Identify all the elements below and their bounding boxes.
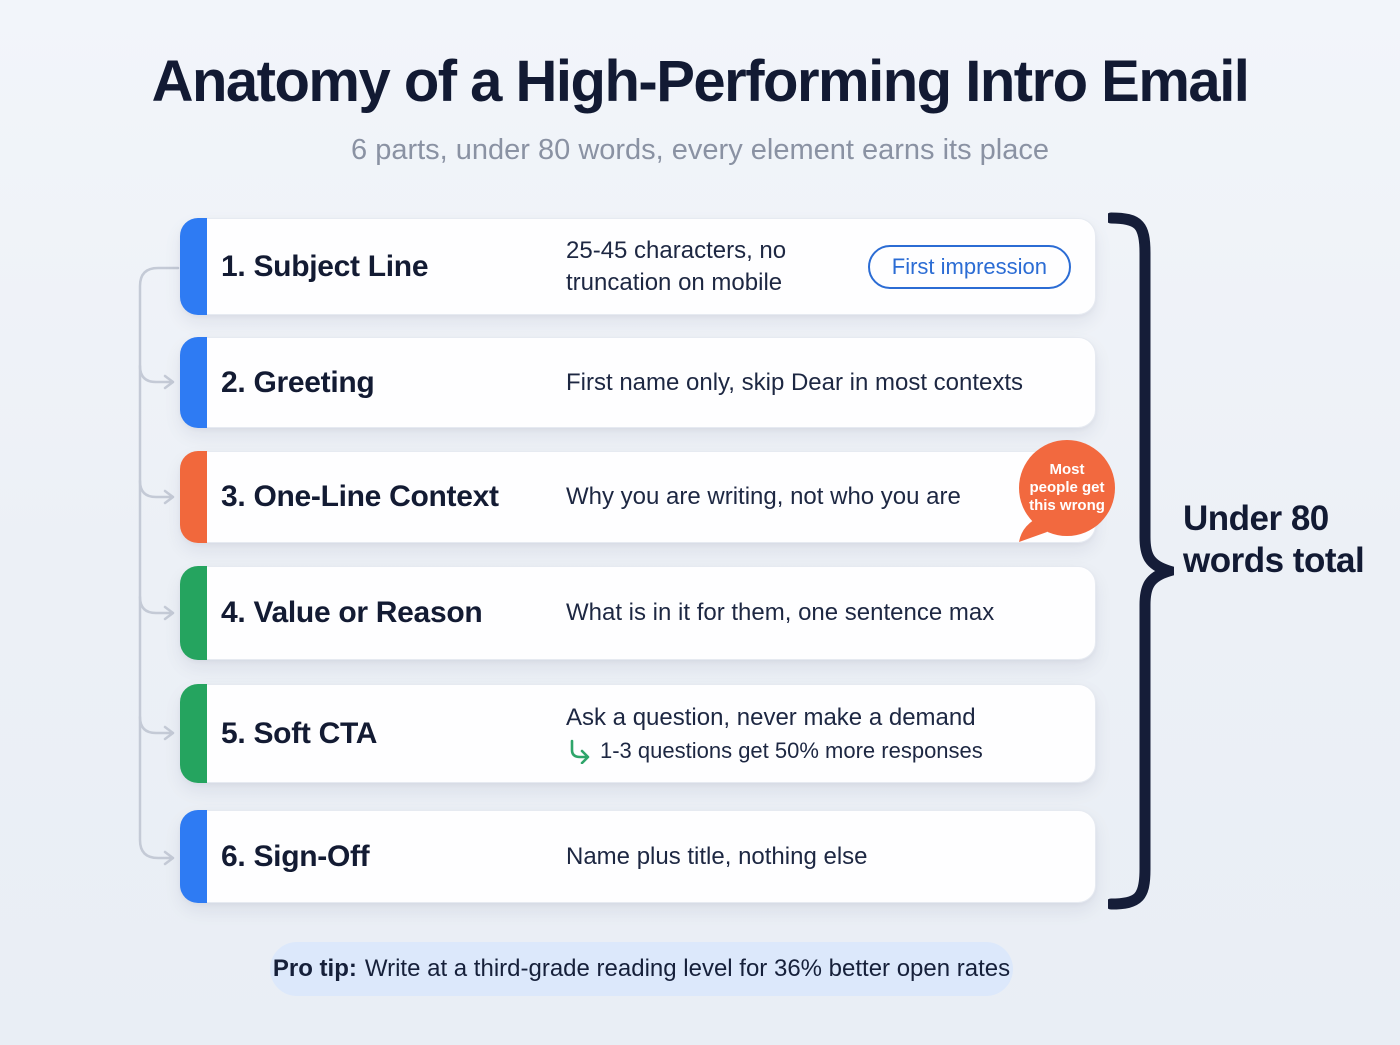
card-description: Name plus title, nothing else — [566, 842, 868, 870]
card-subject-line: 1. Subject Line 25-45 characters, no tru… — [180, 218, 1096, 315]
card-title: 6. Sign-Off — [221, 839, 370, 873]
accent-strip — [180, 684, 207, 783]
card-title: 5. Soft CTA — [221, 716, 378, 750]
page-title: Anatomy of a High-Performing Intro Email — [151, 49, 1250, 114]
card-title: 3. One-Line Context — [221, 480, 499, 513]
card-one-line-context: 3. One-Line Context Why you are writing,… — [180, 440, 1115, 543]
card-description: Why you are writing, not who you are — [566, 483, 961, 511]
curved-arrow-icon — [566, 738, 592, 765]
card-soft-cta: 5. Soft CTA Ask a question, never make a… — [180, 684, 1096, 783]
card-description: First name only, skip Dear in most conte… — [566, 368, 1024, 396]
card-description: What is in it for them, one sentence max — [566, 599, 995, 627]
card-value-or-reason: 4. Value or Reason What is in it for the… — [180, 566, 1096, 660]
accent-strip — [180, 218, 207, 315]
flow-connector-arrows — [138, 266, 180, 866]
first-impression-badge: First impression — [867, 244, 1071, 289]
email-parts-list: 1. Subject Line 25-45 characters, no tru… — [180, 0, 1115, 1045]
pro-tip-text: Write at a third-grade reading level for… — [364, 955, 1011, 982]
card-sign-off: 6. Sign-Off Name plus title, nothing els… — [180, 810, 1096, 903]
accent-strip — [180, 566, 207, 660]
card-description: Ask a question, never make a demand 1-3 … — [566, 702, 1079, 766]
page-subtitle: 6 parts, under 80 words, every element e… — [351, 134, 1049, 166]
accent-strip — [180, 337, 207, 428]
pro-tip-banner: Pro tip: Write at a third-grade reading … — [270, 942, 1013, 996]
accent-strip — [180, 451, 207, 543]
warning-speech-bubble: Most people get this wrong — [1019, 440, 1115, 542]
curly-brace-icon — [1108, 212, 1174, 910]
card-title: 1. Subject Line — [221, 249, 429, 283]
pro-tip-label: Pro tip: — [272, 955, 357, 982]
stat-line: 1-3 questions get 50% more responses — [566, 737, 1079, 766]
card-description-line: Ask a question, never make a demand — [566, 703, 976, 731]
speech-bubble-text: Most people get this wrong — [1019, 440, 1115, 536]
card-title: 2. Greeting — [221, 365, 375, 399]
word-count-callout: Under 80 words total — [1183, 499, 1365, 580]
accent-strip — [180, 810, 207, 903]
card-greeting: 2. Greeting First name only, skip Dear i… — [180, 337, 1096, 428]
stat-text: 1-3 questions get 50% more responses — [600, 737, 983, 763]
card-description: 25-45 characters, no truncation on mobil… — [566, 237, 787, 296]
card-title: 4. Value or Reason — [221, 596, 483, 629]
